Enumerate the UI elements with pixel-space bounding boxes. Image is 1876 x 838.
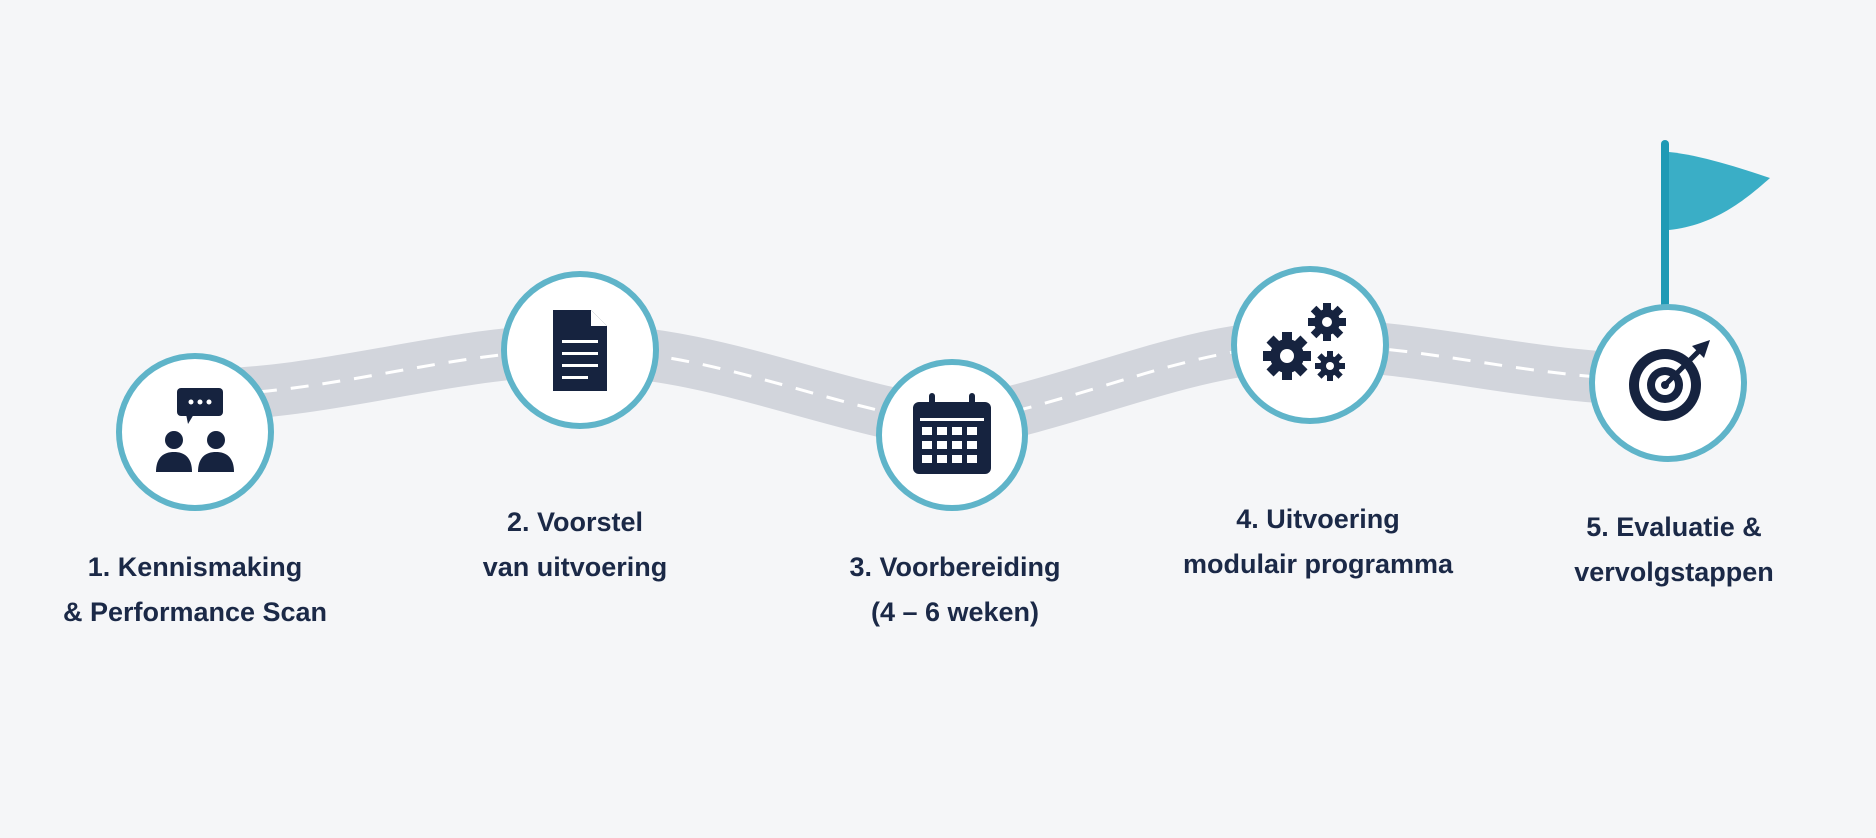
step-node-2 <box>501 271 659 429</box>
step-label-line-1: 2. Voorstel <box>506 507 644 537</box>
target-icon <box>1629 340 1710 421</box>
step-label-line-2: van uitvoering <box>482 552 668 582</box>
step-label-4: 4. Uitvoering modulair programma <box>1158 497 1478 587</box>
step-label-5: 5. Evaluatie & vervolgstappen <box>1514 505 1834 595</box>
step-label-line-2: (4 – 6 weken) <box>870 597 1040 627</box>
step-node-1 <box>116 353 274 511</box>
step-label-line-1: 1. Kennismaking <box>87 552 303 582</box>
document-icon <box>553 310 607 391</box>
calendar-icon <box>913 393 991 474</box>
step-node-3 <box>876 359 1028 511</box>
step-label-line-1: 5. Evaluatie & <box>1586 512 1762 542</box>
step-label-line-2: modulair programma <box>1182 549 1454 579</box>
step-node-5 <box>1589 304 1747 462</box>
flag-pole <box>1661 140 1669 310</box>
step-circle <box>1231 266 1389 424</box>
step-label-line-2: & Performance Scan <box>62 597 328 627</box>
conversation-people-icon <box>156 388 234 472</box>
flag-icon <box>1669 152 1770 230</box>
step-label-2: 2. Voorstel van uitvoering <box>415 500 735 590</box>
step-label-line-1: 3. Voorbereiding <box>849 552 1061 582</box>
step-label-1: 1. Kennismaking & Performance Scan <box>35 545 355 635</box>
step-label-line-1: 4. Uitvoering <box>1236 504 1400 534</box>
step-label-3: 3. Voorbereiding (4 – 6 weken) <box>795 545 1115 635</box>
step-node-4 <box>1231 266 1389 424</box>
gears-icon <box>1263 303 1346 381</box>
finish-flag <box>1661 140 1770 310</box>
step-label-line-2: vervolgstappen <box>1574 557 1774 587</box>
step-circle <box>116 353 274 511</box>
